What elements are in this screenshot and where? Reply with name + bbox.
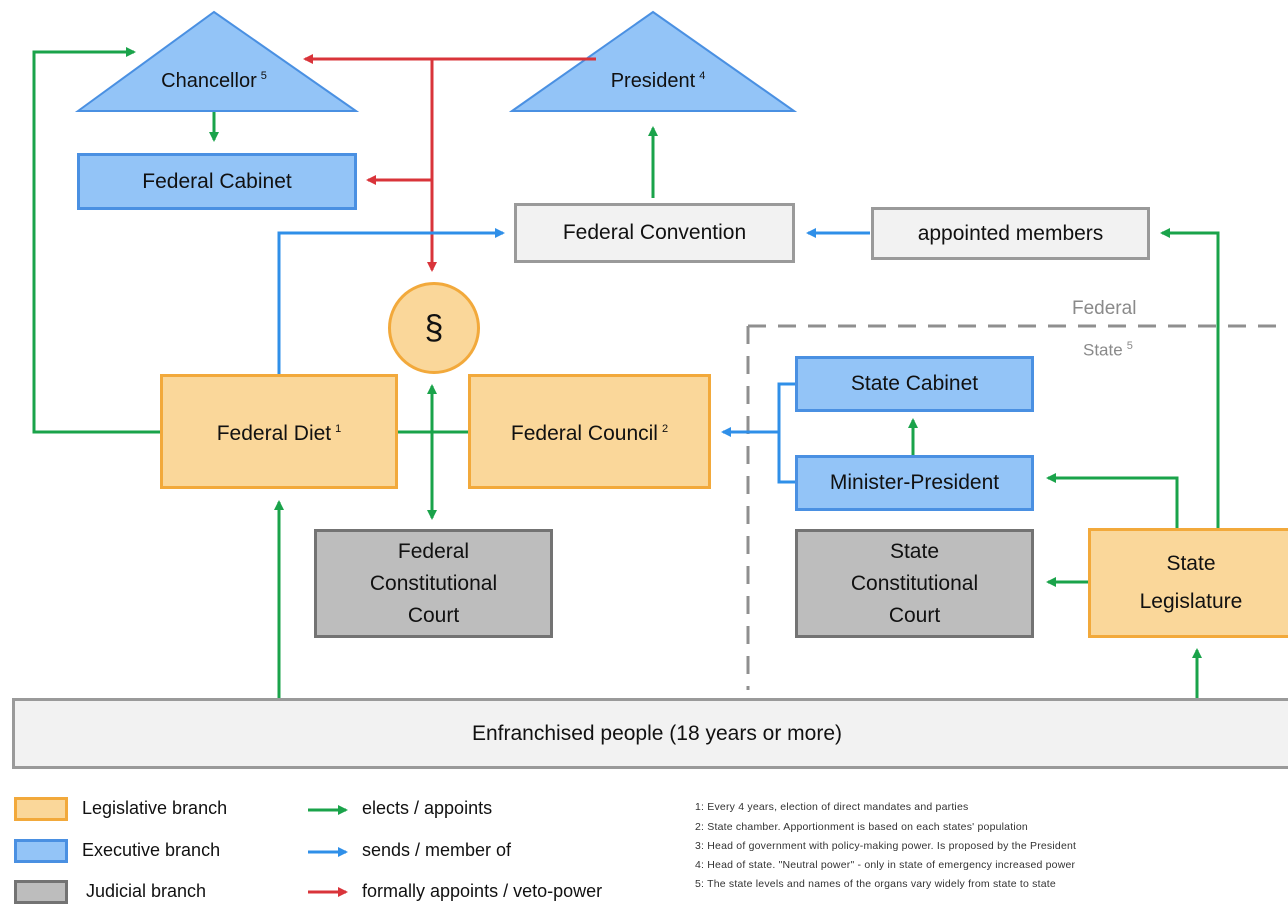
- legend-arrow-glyphs: [308, 805, 348, 897]
- president-triangle: [508, 10, 798, 112]
- legend-label-sends: sends / member of: [362, 840, 512, 860]
- chancellor-footnote: 5: [260, 70, 267, 83]
- legend-swatch-executive: [14, 839, 68, 863]
- red-arrows: [303, 54, 596, 272]
- green-arrows: [32, 47, 1220, 698]
- federal-council-label: Federal Council: [510, 422, 658, 445]
- state-legislature-line-2: Legislature: [1139, 590, 1243, 613]
- legend-label-executive: Executive branch: [82, 840, 221, 860]
- paragraph-glyph: §: [424, 308, 444, 347]
- footnote-3: 3: Head of government with policy-making…: [695, 840, 1077, 852]
- footnote-1: 1: Every 4 years, election of direct man…: [695, 801, 969, 813]
- federal-council-footnote: 2: [661, 423, 669, 435]
- chancellor-triangle: [74, 10, 360, 112]
- law-paragraph-symbol: §: [388, 282, 480, 374]
- scc-line-3: Court: [888, 603, 941, 627]
- legend-label-judicial: Judicial branch: [86, 881, 207, 901]
- minister-president-label: Minister-President: [829, 471, 1000, 494]
- scc-line-1: State: [889, 539, 940, 563]
- legend-label-legislative: Legislative branch: [82, 798, 228, 818]
- chancellor-text: Chancellor: [161, 70, 257, 92]
- state-constitutional-court: State Constitutional Court: [795, 529, 1034, 638]
- federal-level-label: Federal: [1072, 298, 1137, 319]
- federal-cabinet: Federal Cabinet: [77, 153, 357, 210]
- fcc-line-1: Federal: [397, 539, 470, 563]
- legend-swatch-legislative: [14, 797, 68, 821]
- enfranchised-people: Enfranchised people (18 years or more): [12, 698, 1288, 769]
- legend-label-appoints: formally appoints / veto-power: [362, 881, 603, 901]
- appointed-members-label: appointed members: [917, 221, 1104, 245]
- footnote-2: 2: State chamber. Apportionment is based…: [695, 821, 1028, 833]
- enfranchised-people-label: Enfranchised people (18 years or more): [471, 721, 843, 745]
- fcc-line-2: Constitutional: [369, 571, 498, 595]
- blue-arrows: [277, 228, 870, 484]
- state-cabinet: State Cabinet: [795, 356, 1034, 412]
- federal-state-boundary: [746, 324, 1288, 690]
- president-footnote: 4: [699, 70, 706, 83]
- federal-cabinet-label: Federal Cabinet: [142, 169, 292, 193]
- federal-constitutional-court: Federal Constitutional Court: [314, 529, 553, 638]
- state-cabinet-label: State Cabinet: [850, 372, 979, 395]
- president-text: President: [610, 70, 696, 92]
- state-legislature: State Legislature: [1088, 528, 1288, 638]
- scc-line-2: Constitutional: [850, 571, 979, 595]
- federal-diet-label: Federal Diet: [216, 422, 332, 445]
- federal-diet-footnote: 1: [335, 423, 342, 435]
- state-level-text: State: [1083, 340, 1123, 360]
- legend-swatch-judicial: [14, 880, 68, 904]
- federal-convention-label: Federal Convention: [562, 221, 747, 244]
- fcc-line-3: Court: [407, 603, 460, 627]
- footnote-5: 5: The state levels and names of the org…: [695, 878, 1056, 890]
- minister-president: Minister-President: [795, 455, 1034, 511]
- federal-convention: Federal Convention: [514, 203, 795, 263]
- legend-label-elects: elects / appoints: [362, 798, 493, 818]
- state-level-footnote: 5: [1126, 340, 1133, 352]
- state-legislature-line-1: State: [1166, 552, 1216, 575]
- appointed-members: appointed members: [871, 207, 1150, 260]
- footnote-4: 4: Head of state. "Neutral power" - only…: [695, 859, 1076, 871]
